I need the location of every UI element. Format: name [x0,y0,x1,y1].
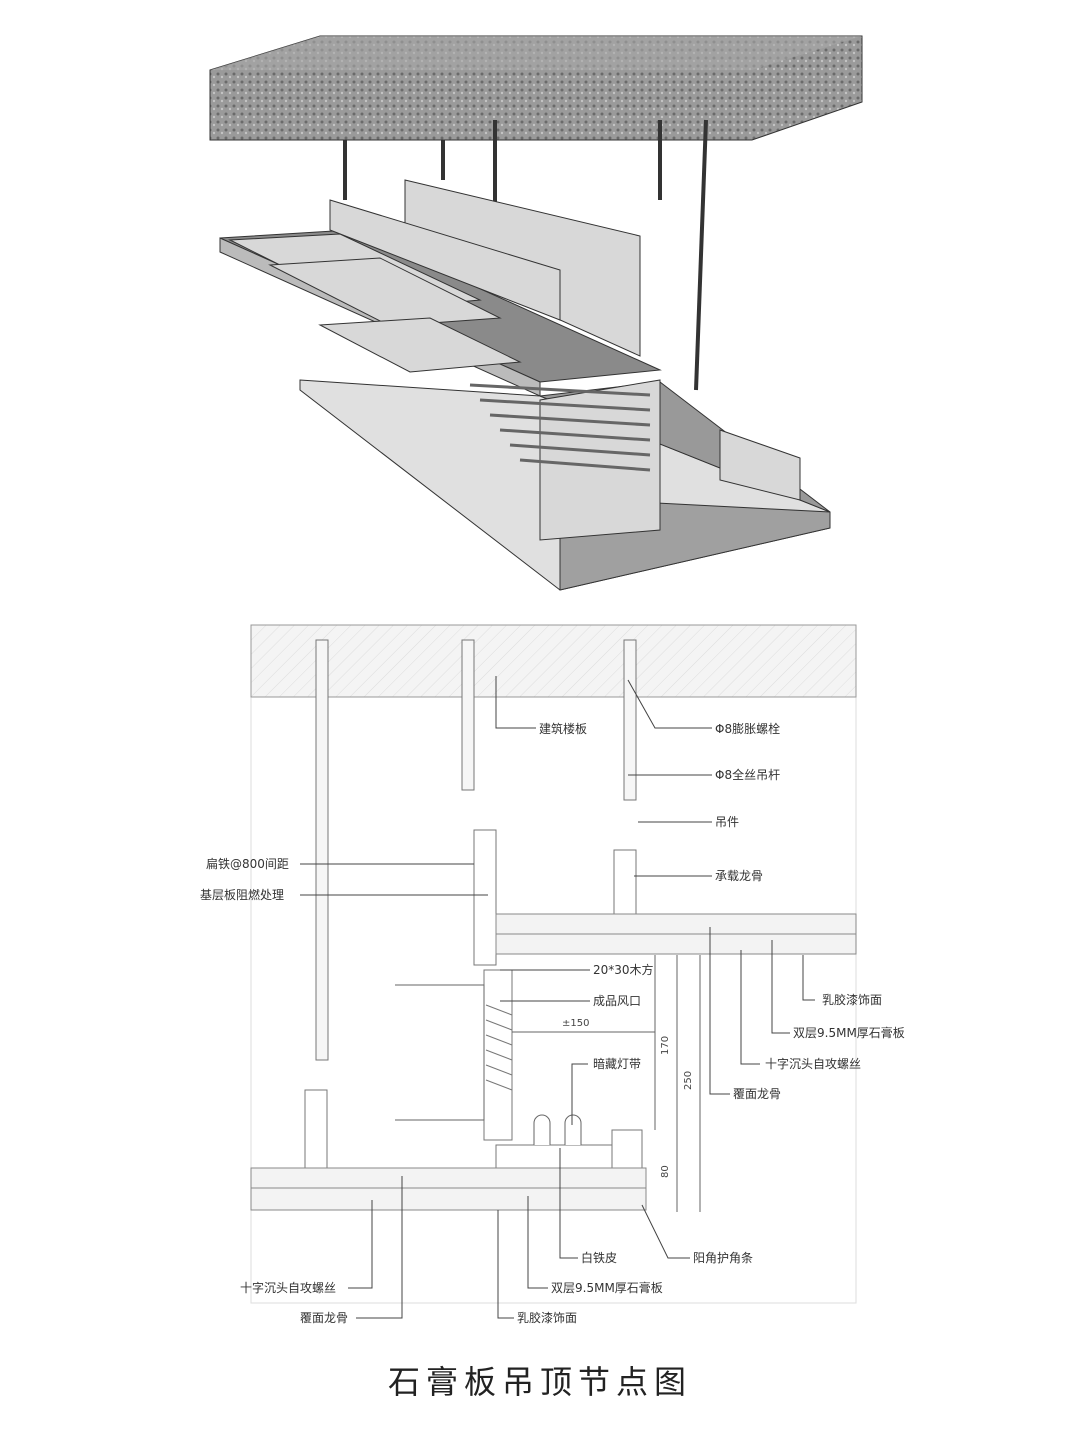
label-screw-left: 十字沉头自攻螺丝 [240,1281,337,1295]
label-hidden-light: 暗藏灯带 [593,1057,642,1071]
dimension-250: 250 [683,1070,694,1090]
leaders [300,676,815,1319]
label-double-gypsum-right: 双层9.5MM厚石膏板 [793,1026,905,1040]
label-white-iron: 白铁皮 [581,1251,618,1265]
rods [315,639,637,1061]
label-cover-keel-left: 覆面龙骨 [300,1311,349,1325]
label-cover-keel-right: 覆面龙骨 [733,1087,782,1101]
3d-ceiling-rendering [209,35,863,591]
hanger-rods [343,119,708,391]
drawing-title: 石膏板吊顶节点图 [387,1363,692,1401]
vent-louvers [469,383,651,472]
label-hanger: 吊件 [715,815,740,829]
label-double-gypsum-bottom: 双层9.5MM厚石膏板 [551,1281,663,1295]
label-flat-iron: 扁铁@800间距 [206,857,289,871]
gypsum-layers [250,913,857,1211]
light-bulbs [533,1114,582,1145]
label-threaded-rod: Φ8全丝吊杆 [715,768,781,782]
label-expansion-bolt: Φ8膨胀螺栓 [715,722,781,736]
label-wood-batten: 20*30木方 [593,963,654,977]
floor-slab-hatch [250,624,857,698]
label-screw-right: 十字沉头自攻螺丝 [765,1057,862,1071]
vent-slats [485,1004,513,1091]
keels [304,829,643,1206]
dimension-80: 80 [660,1165,671,1178]
label-vent: 成品风口 [593,994,642,1008]
label-base-board: 基层板阻燃处理 [200,888,285,902]
dimension-170: 170 [660,1035,671,1055]
label-latex-paint-right: 乳胶漆饰面 [822,993,883,1007]
label-corner-strip: 阳角护角条 [693,1251,754,1265]
dimension-lines [512,955,701,1212]
label-floor-slab: 建筑楼板 [539,722,588,736]
label-latex-paint-bottom: 乳胶漆饰面 [517,1311,578,1325]
dimension-width: ±150 [562,1018,590,1029]
concrete-slab [209,35,863,141]
label-main-keel: 承载龙骨 [715,869,764,883]
